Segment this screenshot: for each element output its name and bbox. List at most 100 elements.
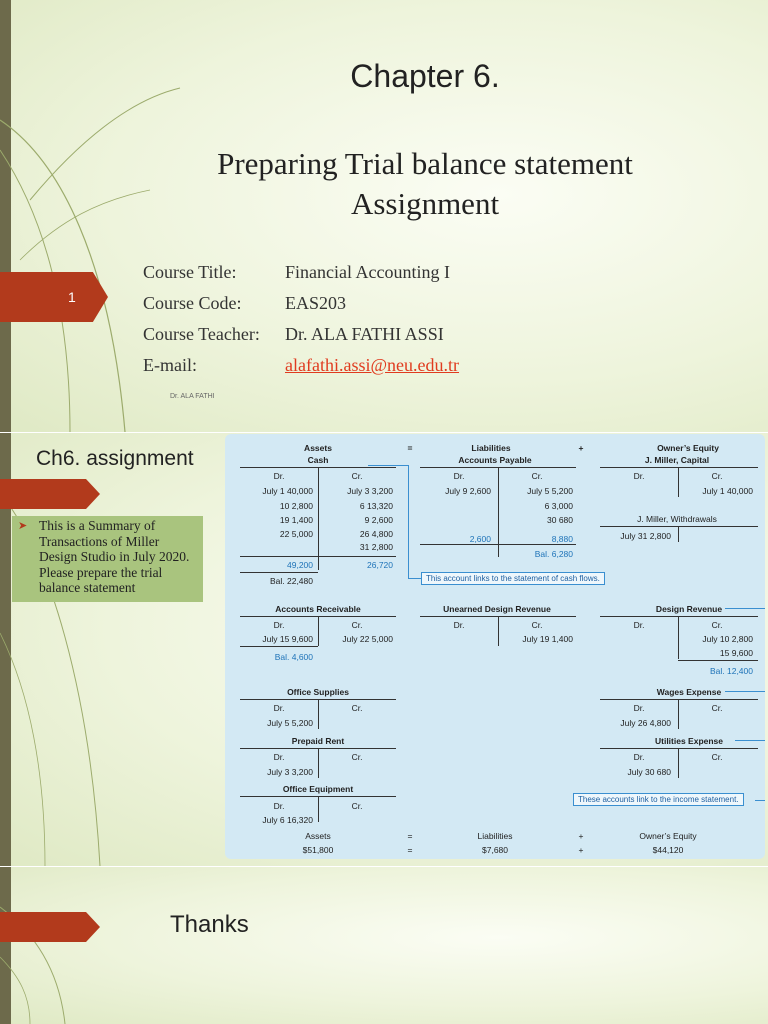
ar-balance: Bal. 4,600 (274, 652, 313, 662)
total-liabilities: $7,680 (482, 845, 508, 855)
owners-equity-header: Owner’s Equity (657, 443, 719, 453)
ap-cr-entry: 30 680 (547, 515, 573, 525)
cash-cr-entry: 31 2,800 (359, 542, 393, 552)
ledger-panel: Assets = Liabilities + Owner’s Equity Ca… (225, 434, 765, 859)
ap-cr-entry: 6 3,000 (544, 501, 573, 511)
cash-dr-entry: July 1 40,000 (262, 486, 313, 496)
cash-cr-entry: 6 13,320 (359, 501, 393, 511)
revenue-link-line (725, 608, 765, 609)
email-row: E-mail: alafathi.assi@neu.edu.tr (143, 355, 459, 386)
liabilities-header: Liabilities (471, 443, 511, 453)
ar-cr-entry: July 22 5,000 (342, 634, 393, 644)
footer-plus: + (578, 831, 584, 841)
ar-t-stem (318, 616, 319, 646)
we-t-line (600, 699, 758, 700)
equals-sign: = (407, 443, 413, 453)
slide-number-arrow: 1 (0, 272, 108, 322)
ap-balance: Bal. 6,280 (534, 549, 573, 559)
pr-dr-label: Dr. (273, 752, 285, 762)
ap-t-stem (498, 467, 499, 557)
cash-total-line (240, 556, 396, 557)
accounts-receivable-title: Accounts Receivable (275, 604, 361, 614)
cash-dr-entry: 22 5,000 (279, 529, 313, 539)
design-revenue-t-stem (678, 616, 679, 659)
os-cr-label: Cr. (351, 703, 363, 713)
teacher-row: Course Teacher: Dr. ALA FATHI ASSI (143, 324, 459, 355)
course-code-label: Course Code: (143, 293, 242, 313)
footer-equals: = (407, 831, 413, 841)
withdrawals-title: J. Miller, Withdrawals (637, 514, 717, 524)
prepaid-rent-title: Prepaid Rent (291, 736, 345, 746)
capital-cr-entry: July 1 40,000 (702, 486, 753, 496)
plus-sign: + (578, 443, 584, 453)
cash-dr-label: Dr. (273, 471, 285, 481)
capital-title: J. Miller, Capital (644, 455, 710, 465)
design-revenue-cr-label: Cr. (711, 620, 723, 630)
ar-dr-entry: July 15 9,600 (262, 634, 313, 644)
cash-flow-note: This account links to the statement of c… (421, 572, 605, 585)
ar-bal-line (240, 646, 318, 647)
chapter-title: Chapter 6. (350, 58, 500, 94)
ap-total-cr: 8,880 (551, 534, 573, 544)
ue-cr-label: Cr. (711, 752, 723, 762)
thanks-title: Thanks (170, 911, 249, 938)
unearned-cr-label: Cr. (531, 620, 543, 630)
cash-dr-entry: 10 2,800 (279, 501, 313, 511)
cash-cr-label: Cr. (351, 471, 363, 481)
author-footer: Dr. ALA FATHI (170, 393, 215, 400)
course-code-row: Course Code: EAS203 (143, 293, 459, 324)
cash-t-stem (318, 467, 319, 570)
ap-dr-entry: July 9 2,600 (445, 486, 491, 496)
slide-2: Ch6. assignment ➤ This is a Summary of T… (0, 433, 768, 866)
unearned-dr-label: Dr. (453, 620, 465, 630)
income-statement-note: These accounts link to the income statem… (573, 793, 744, 806)
cash-cr-entry: 9 2,600 (364, 515, 393, 525)
footer-equals-2: = (407, 845, 413, 855)
design-revenue-dr-label: Dr. (633, 620, 645, 630)
footer-equity-label: Owner’s Equity (639, 831, 697, 841)
footer-liabilities-label: Liabilities (477, 831, 513, 841)
office-equipment-title: Office Equipment (282, 784, 354, 794)
title-line-1: Preparing Trial balance statement (217, 146, 633, 181)
ue-t-line (600, 748, 758, 749)
oe-dr-entry: July 6 16,320 (262, 815, 313, 825)
cash-balance: Bal. 22,480 (269, 576, 313, 586)
total-assets: $51,800 (302, 845, 334, 855)
footer-plus-2: + (578, 845, 584, 855)
section-arrow (0, 912, 100, 942)
cash-cr-entry: 26 4,800 (359, 529, 393, 539)
email-label: E-mail: (143, 355, 197, 375)
assignment-note: ➤ This is a Summary of Transactions of M… (12, 516, 203, 602)
income-link-line (755, 800, 765, 801)
unearned-revenue-title: Unearned Design Revenue (443, 604, 551, 614)
unearned-cr-entry: July 19 1,400 (522, 634, 573, 644)
utilities-expense-title: Utilities Expense (654, 736, 724, 746)
slide-number: 1 (68, 289, 76, 305)
capital-dr-label: Dr. (633, 471, 645, 481)
withdrawals-t-line (600, 526, 758, 527)
cash-bal-line (240, 572, 318, 573)
ap-total-line (420, 544, 576, 545)
decorative-swoosh (0, 906, 66, 1024)
design-revenue-cr-entry: 15 9,600 (719, 648, 753, 658)
design-revenue-cr-entry: July 10 2,800 (702, 634, 753, 644)
oe-t-stem (318, 796, 319, 822)
cash-total-dr: 49,200 (287, 560, 313, 570)
ue-dr-label: Dr. (633, 752, 645, 762)
cash-dr-entry: 19 1,400 (279, 515, 313, 525)
ue-dr-entry: July 30 680 (627, 767, 671, 777)
capital-t-stem (678, 467, 679, 497)
pr-t-stem (318, 748, 319, 778)
course-info: Course Title: Financial Accounting I Cou… (143, 262, 459, 386)
email-link[interactable]: alafathi.assi@neu.edu.tr (285, 355, 460, 375)
capital-cr-label: Cr. (711, 471, 723, 481)
title-line-2: Assignment (350, 186, 500, 221)
ar-dr-label: Dr. (273, 620, 285, 630)
wages-link-line (725, 691, 765, 692)
arrow-bullet-icon: ➤ (18, 520, 28, 532)
os-dr-label: Dr. (273, 703, 285, 713)
footer-assets-label: Assets (305, 831, 331, 841)
design-revenue-t-line (600, 616, 758, 617)
cash-account-title: Cash (307, 455, 329, 465)
cash-link-line (368, 465, 408, 466)
